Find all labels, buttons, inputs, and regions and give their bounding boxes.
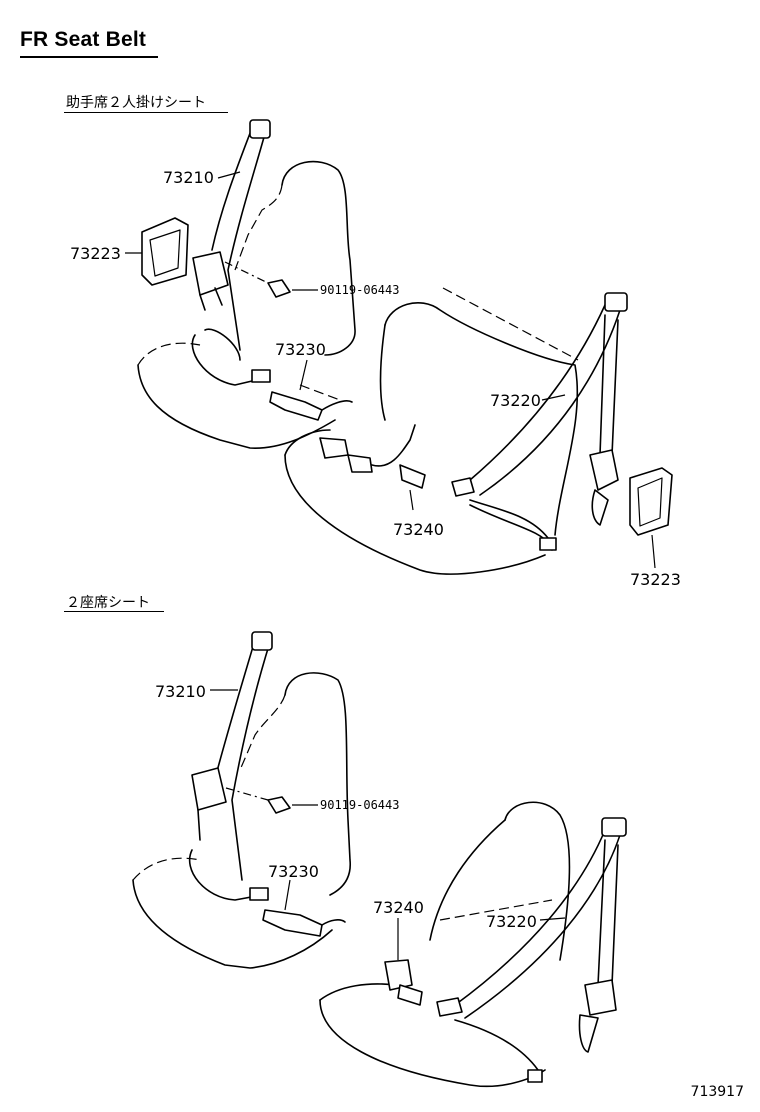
label-upper-90119: 90119-06443 xyxy=(320,283,400,297)
upper-left-cushion-dashed xyxy=(137,342,201,366)
label-lower-90119: 90119-06443 xyxy=(320,798,400,812)
upper-right-seat-back xyxy=(384,301,579,536)
lower-90119-bolt xyxy=(267,796,291,814)
title-underline xyxy=(20,56,158,58)
upper-73223-right-cover xyxy=(629,467,673,536)
upper-right-seat-cushion xyxy=(284,454,546,575)
label-lower-73240: 73240 xyxy=(373,898,424,917)
lower-right-seat-cushion xyxy=(319,999,546,1088)
label-upper-73240: 73240 xyxy=(393,520,444,539)
lower-73210-anchor xyxy=(251,631,273,651)
lower-73210-belt xyxy=(211,639,271,881)
lower-right-seat-back xyxy=(504,801,571,961)
upper-left-seat-back-dashed xyxy=(234,184,283,271)
document-id: 713917 xyxy=(690,1084,744,1100)
label-upper-73223-left: 73223 xyxy=(70,244,121,263)
upper-left-seat-back xyxy=(281,160,356,356)
label-upper-73230: 73230 xyxy=(275,340,326,359)
upper-73230-buckle xyxy=(269,391,323,421)
label-lower-73210: 73210 xyxy=(155,682,206,701)
label-upper-73220: 73220 xyxy=(490,391,541,410)
upper-90119-bolt xyxy=(267,279,291,298)
label-lower-73230: 73230 xyxy=(268,862,319,881)
lower-73240-buckle xyxy=(384,959,413,991)
lower-73230-buckle xyxy=(262,909,323,937)
section-underline-upper xyxy=(64,112,228,113)
upper-73223-left-cover xyxy=(141,217,189,286)
label-upper-73223-right: 73223 xyxy=(630,570,681,589)
upper-73210-belt xyxy=(211,127,267,351)
section-underline-lower xyxy=(64,611,164,612)
lower-left-seat-back xyxy=(284,672,351,896)
upper-diagram xyxy=(125,119,673,575)
section-label-lower: ２座席シート xyxy=(66,595,150,611)
upper-73220-belt xyxy=(469,304,621,496)
page-title: FR Seat Belt xyxy=(20,28,147,51)
upper-73210-anchor xyxy=(249,119,271,139)
lower-left-seat-cushion xyxy=(132,879,333,969)
label-lower-73220: 73220 xyxy=(486,912,537,931)
upper-73240-buckle xyxy=(319,437,349,459)
label-upper-73210: 73210 xyxy=(163,168,214,187)
section-label-upper: 助手席２人掛けシート xyxy=(66,95,206,111)
lower-diagram xyxy=(132,631,627,1088)
